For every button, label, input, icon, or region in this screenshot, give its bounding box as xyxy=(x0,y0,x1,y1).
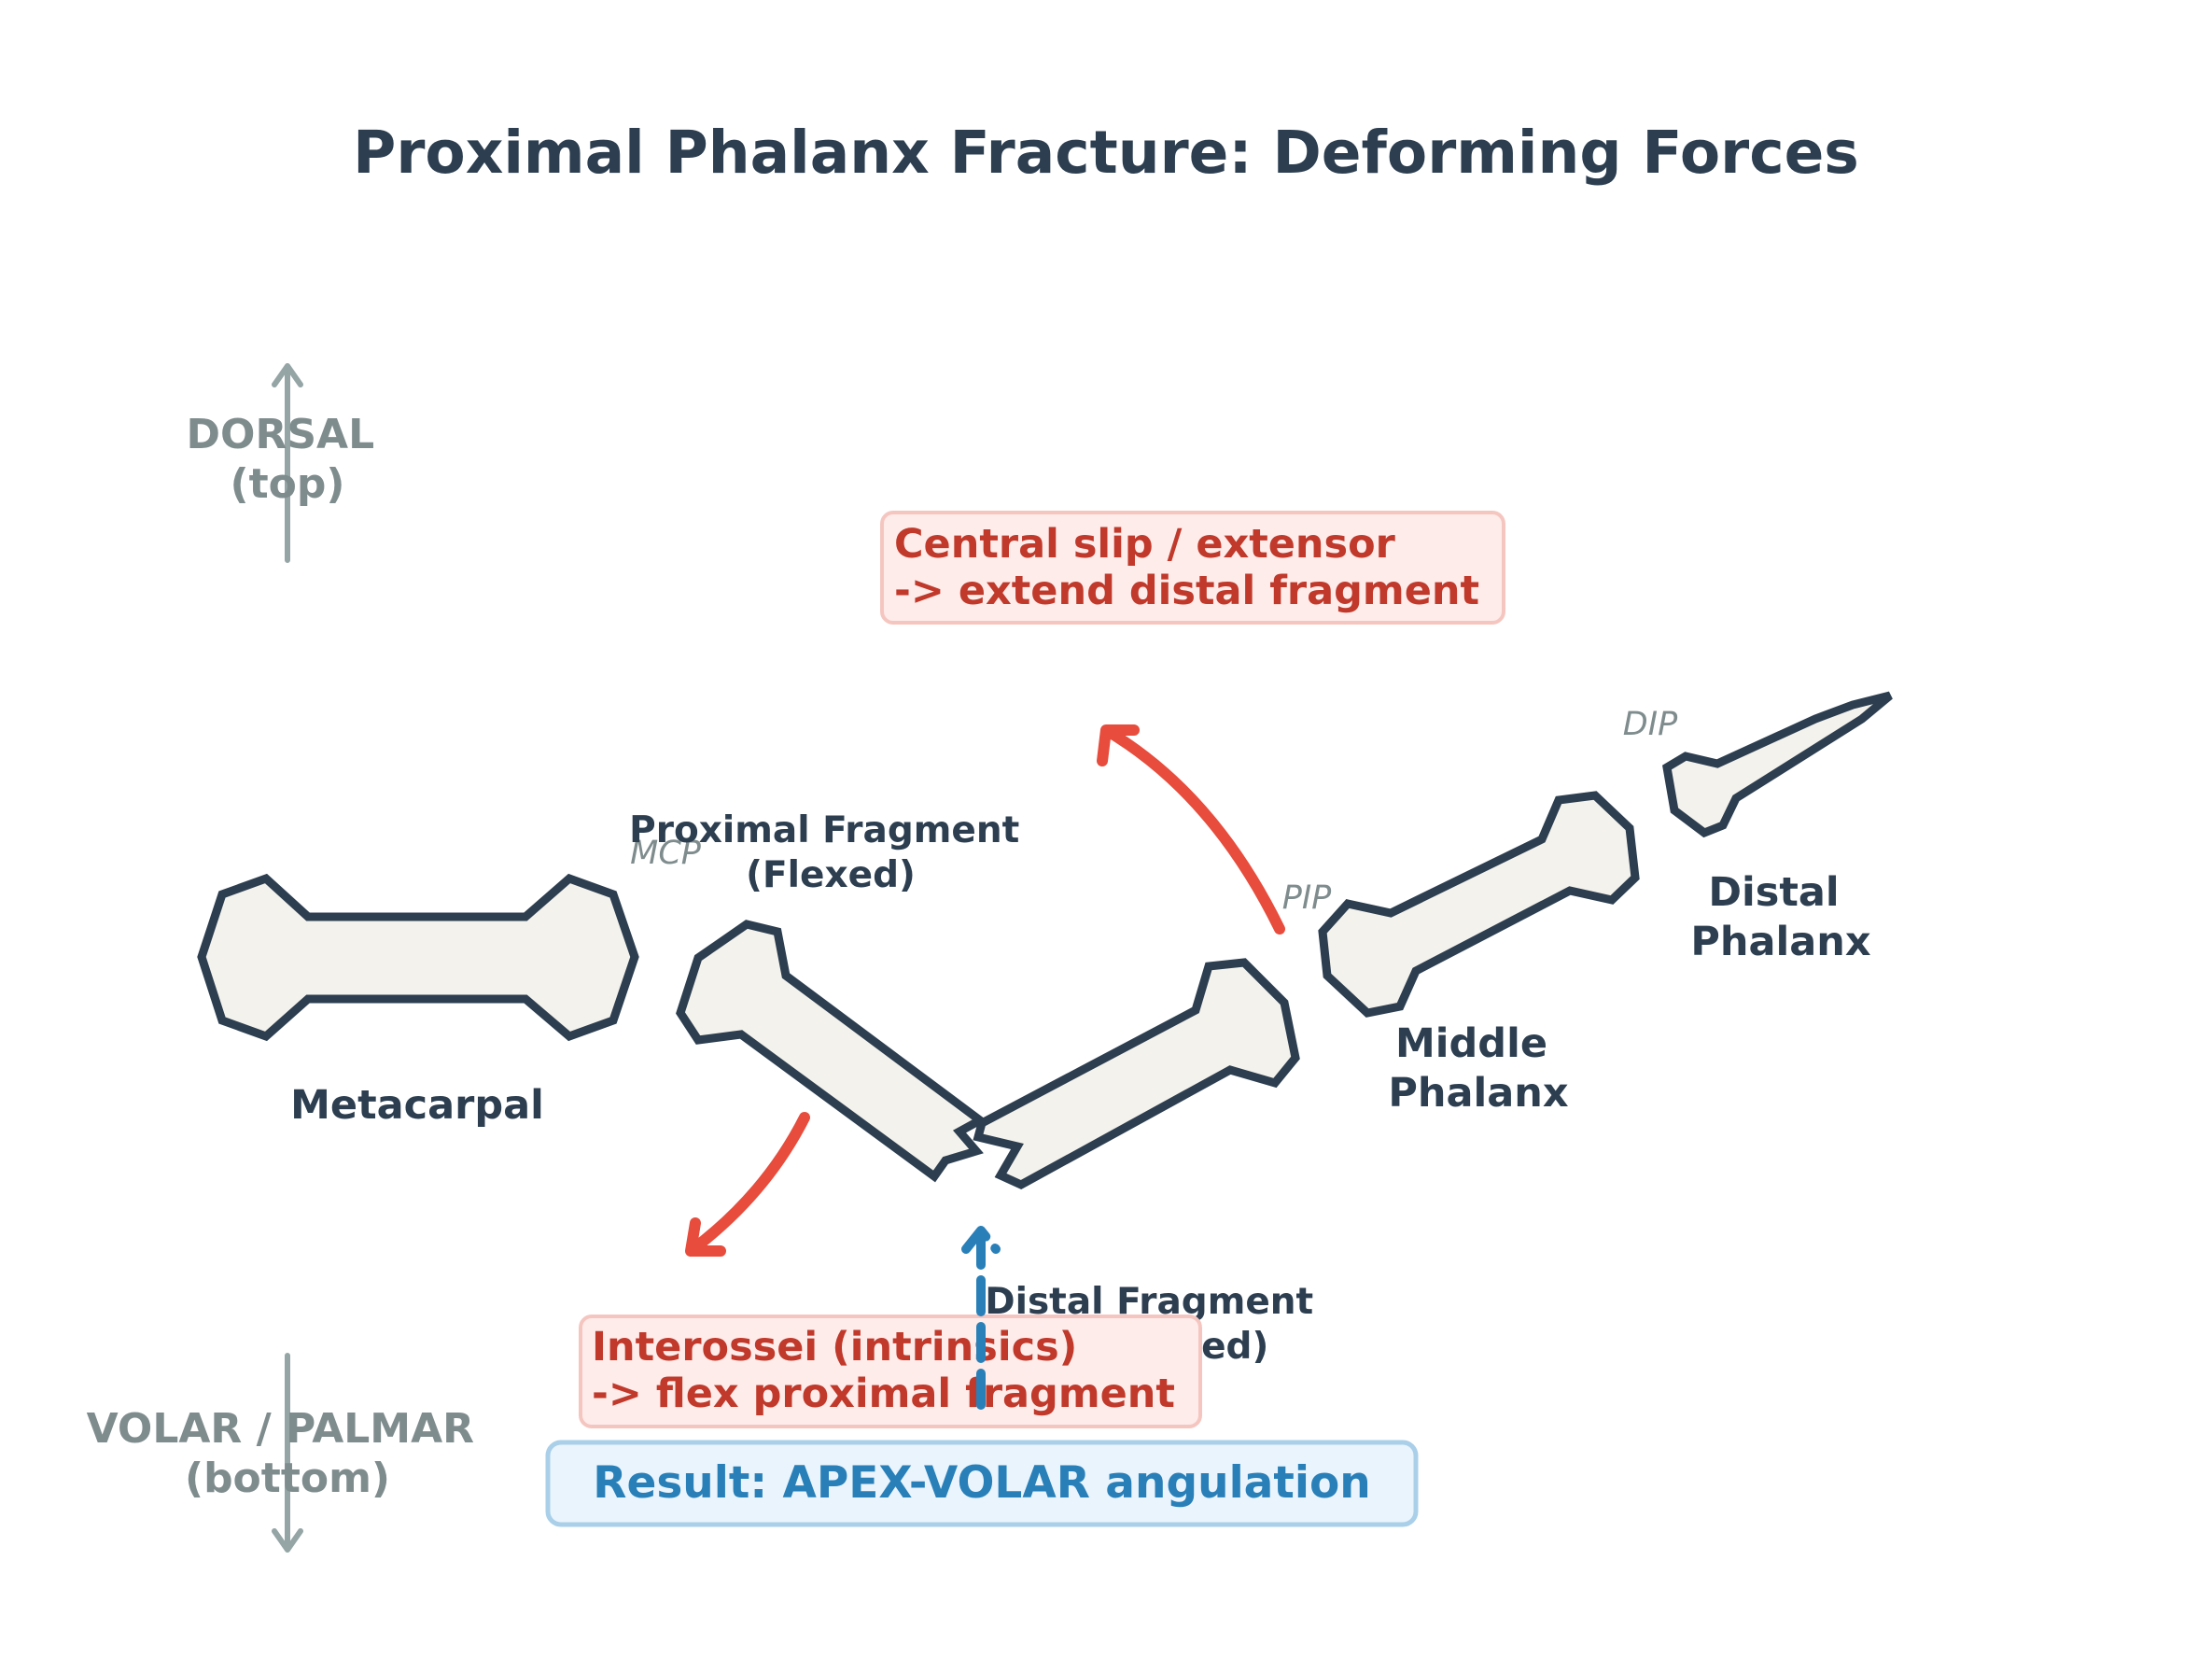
extensor-force-line-2: -> extend distal fragment xyxy=(894,568,1479,614)
pip-joint-label: PIP xyxy=(1282,879,1332,917)
apex-volar-arrow-icon xyxy=(961,1226,1001,1410)
volar-label-line-1: VOLAR / PALMAR xyxy=(87,1405,474,1453)
distal-phalanx-label-line-1: Distal xyxy=(1708,869,1839,916)
dorsal-arrow-icon xyxy=(272,363,303,563)
middle-phalanx-label-line-2: Phalanx xyxy=(1388,1070,1569,1117)
middle-phalanx-bone xyxy=(1318,791,1640,1018)
result-box xyxy=(545,1440,1419,1527)
extensor-force-arrow-icon xyxy=(1097,724,1285,935)
proximal-fragment-label-line-2: (Flexed) xyxy=(746,854,916,896)
result-callout: Result: APEX-VOLAR angulation xyxy=(545,1440,1419,1527)
volar-label-line-2: (bottom) xyxy=(185,1455,390,1502)
dorsal-label: DORSAL (top) xyxy=(187,411,389,508)
orientation-volar: VOLAR / PALMAR (bottom) xyxy=(87,1353,489,1553)
distal-phalanx-label-line-2: Phalanx xyxy=(1690,919,1871,965)
interossei-force-callout: Interossei (intrinsics) -> flex proximal… xyxy=(579,1314,1202,1428)
mcp-joint-label: MCP xyxy=(630,835,702,872)
interossei-force-line-1: Interossei (intrinsics) xyxy=(592,1324,1077,1371)
extensor-force-callout: Central slip / extensor -> extend distal… xyxy=(880,511,1505,625)
dorsal-label-line-1: DORSAL xyxy=(187,411,375,458)
distal-fragment-bone xyxy=(973,958,1300,1190)
volar-label: VOLAR / PALMAR (bottom) xyxy=(87,1405,489,1502)
proximal-fragment-label: Proximal Fragment (Flexed) xyxy=(629,809,1032,896)
middle-phalanx-label: Middle Phalanx xyxy=(1388,1020,1569,1117)
interossei-force-text: Interossei (intrinsics) -> flex proximal… xyxy=(592,1324,1175,1417)
metacarpal-label: Metacarpal xyxy=(290,1082,544,1129)
middle-phalanx-label-line-1: Middle xyxy=(1395,1020,1547,1067)
interossei-force-box xyxy=(579,1314,1202,1428)
interossei-force-line-2: -> flex proximal fragment xyxy=(592,1371,1175,1417)
extensor-force-line-1: Central slip / extensor xyxy=(894,521,1396,568)
orientation-dorsal: DORSAL (top) xyxy=(187,363,389,563)
extensor-force-text: Central slip / extensor -> extend distal… xyxy=(894,521,1479,614)
dorsal-label-line-2: (top) xyxy=(231,460,345,508)
metacarpal-bone xyxy=(197,873,639,1042)
dip-joint-label: DIP xyxy=(1623,706,1678,743)
extensor-force-box xyxy=(880,511,1505,625)
proximal-fragment-bone xyxy=(676,920,988,1183)
distal-phalanx-label: Distal Phalanx xyxy=(1690,869,1871,965)
distal-phalanx-bone xyxy=(1662,691,1893,838)
interossei-force-arrow-icon xyxy=(685,1112,810,1257)
result-text: Result: APEX-VOLAR angulation xyxy=(593,1457,1370,1509)
proximal-fragment-label-line-1: Proximal Fragment xyxy=(629,809,1019,851)
page-title: Proximal Phalanx Fracture: Deforming For… xyxy=(353,119,1859,187)
volar-arrow-icon xyxy=(272,1353,303,1553)
